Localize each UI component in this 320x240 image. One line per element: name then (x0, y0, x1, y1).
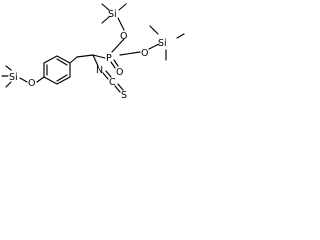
bond-o-p-right (119, 51, 141, 56)
bond-si1-o (117, 17, 125, 31)
ring-inner-3 (56, 74, 68, 82)
bonds (1, 3, 185, 93)
atom-phosphorus: P (106, 53, 112, 64)
bond-ring-o (36, 76, 45, 83)
bond-p-o-double-b (113, 59, 119, 67)
atom-oxygen-aryl: O (28, 78, 35, 89)
bond-o-si3 (19, 77, 28, 83)
bond-si2-o (148, 43, 160, 50)
atom-si-top-right: Si (158, 38, 167, 49)
bond-si1-me-c (101, 16, 110, 24)
bond-ch-n (92, 54, 99, 67)
bond-si1-me-a (101, 3, 110, 11)
atom-si-left: Si (9, 72, 18, 83)
bond-n-c-b (105, 70, 112, 78)
ring-inner-1 (56, 58, 68, 66)
bond-si3-me-a (5, 65, 12, 71)
benzene-ring (43, 55, 71, 85)
bond-si3-me-c (5, 81, 12, 88)
chemical-structure: Si O Si O P O N C S Si O (1, 3, 185, 101)
bond-c-s-b (117, 83, 124, 91)
atom-si-top-left: Si (108, 9, 117, 20)
atom-oxygen-p-left: O (120, 31, 127, 42)
atom-carbon-ncs: C (109, 77, 116, 88)
atom-labels: Si O Si O P O N C S Si O (9, 9, 167, 101)
bond-p-ch (92, 54, 106, 59)
bond-si2-me-b (176, 33, 185, 39)
atom-sulfur: S (121, 90, 127, 101)
bond-n-c-a (102, 72, 109, 80)
bond-o-p-left (111, 38, 125, 53)
bond-ch-ch2 (76, 54, 94, 58)
bond-c-s-a (114, 85, 121, 93)
bond-si2-me-a (149, 25, 159, 35)
bond-p-o-double-a (110, 61, 116, 69)
bond-si1-me-b (118, 3, 127, 11)
bond-ch2-ring (69, 56, 78, 64)
atom-oxygen-p-right: O (141, 48, 148, 59)
atom-oxygen-p-bottom: O (116, 67, 123, 78)
atom-nitrogen: N (96, 65, 103, 76)
